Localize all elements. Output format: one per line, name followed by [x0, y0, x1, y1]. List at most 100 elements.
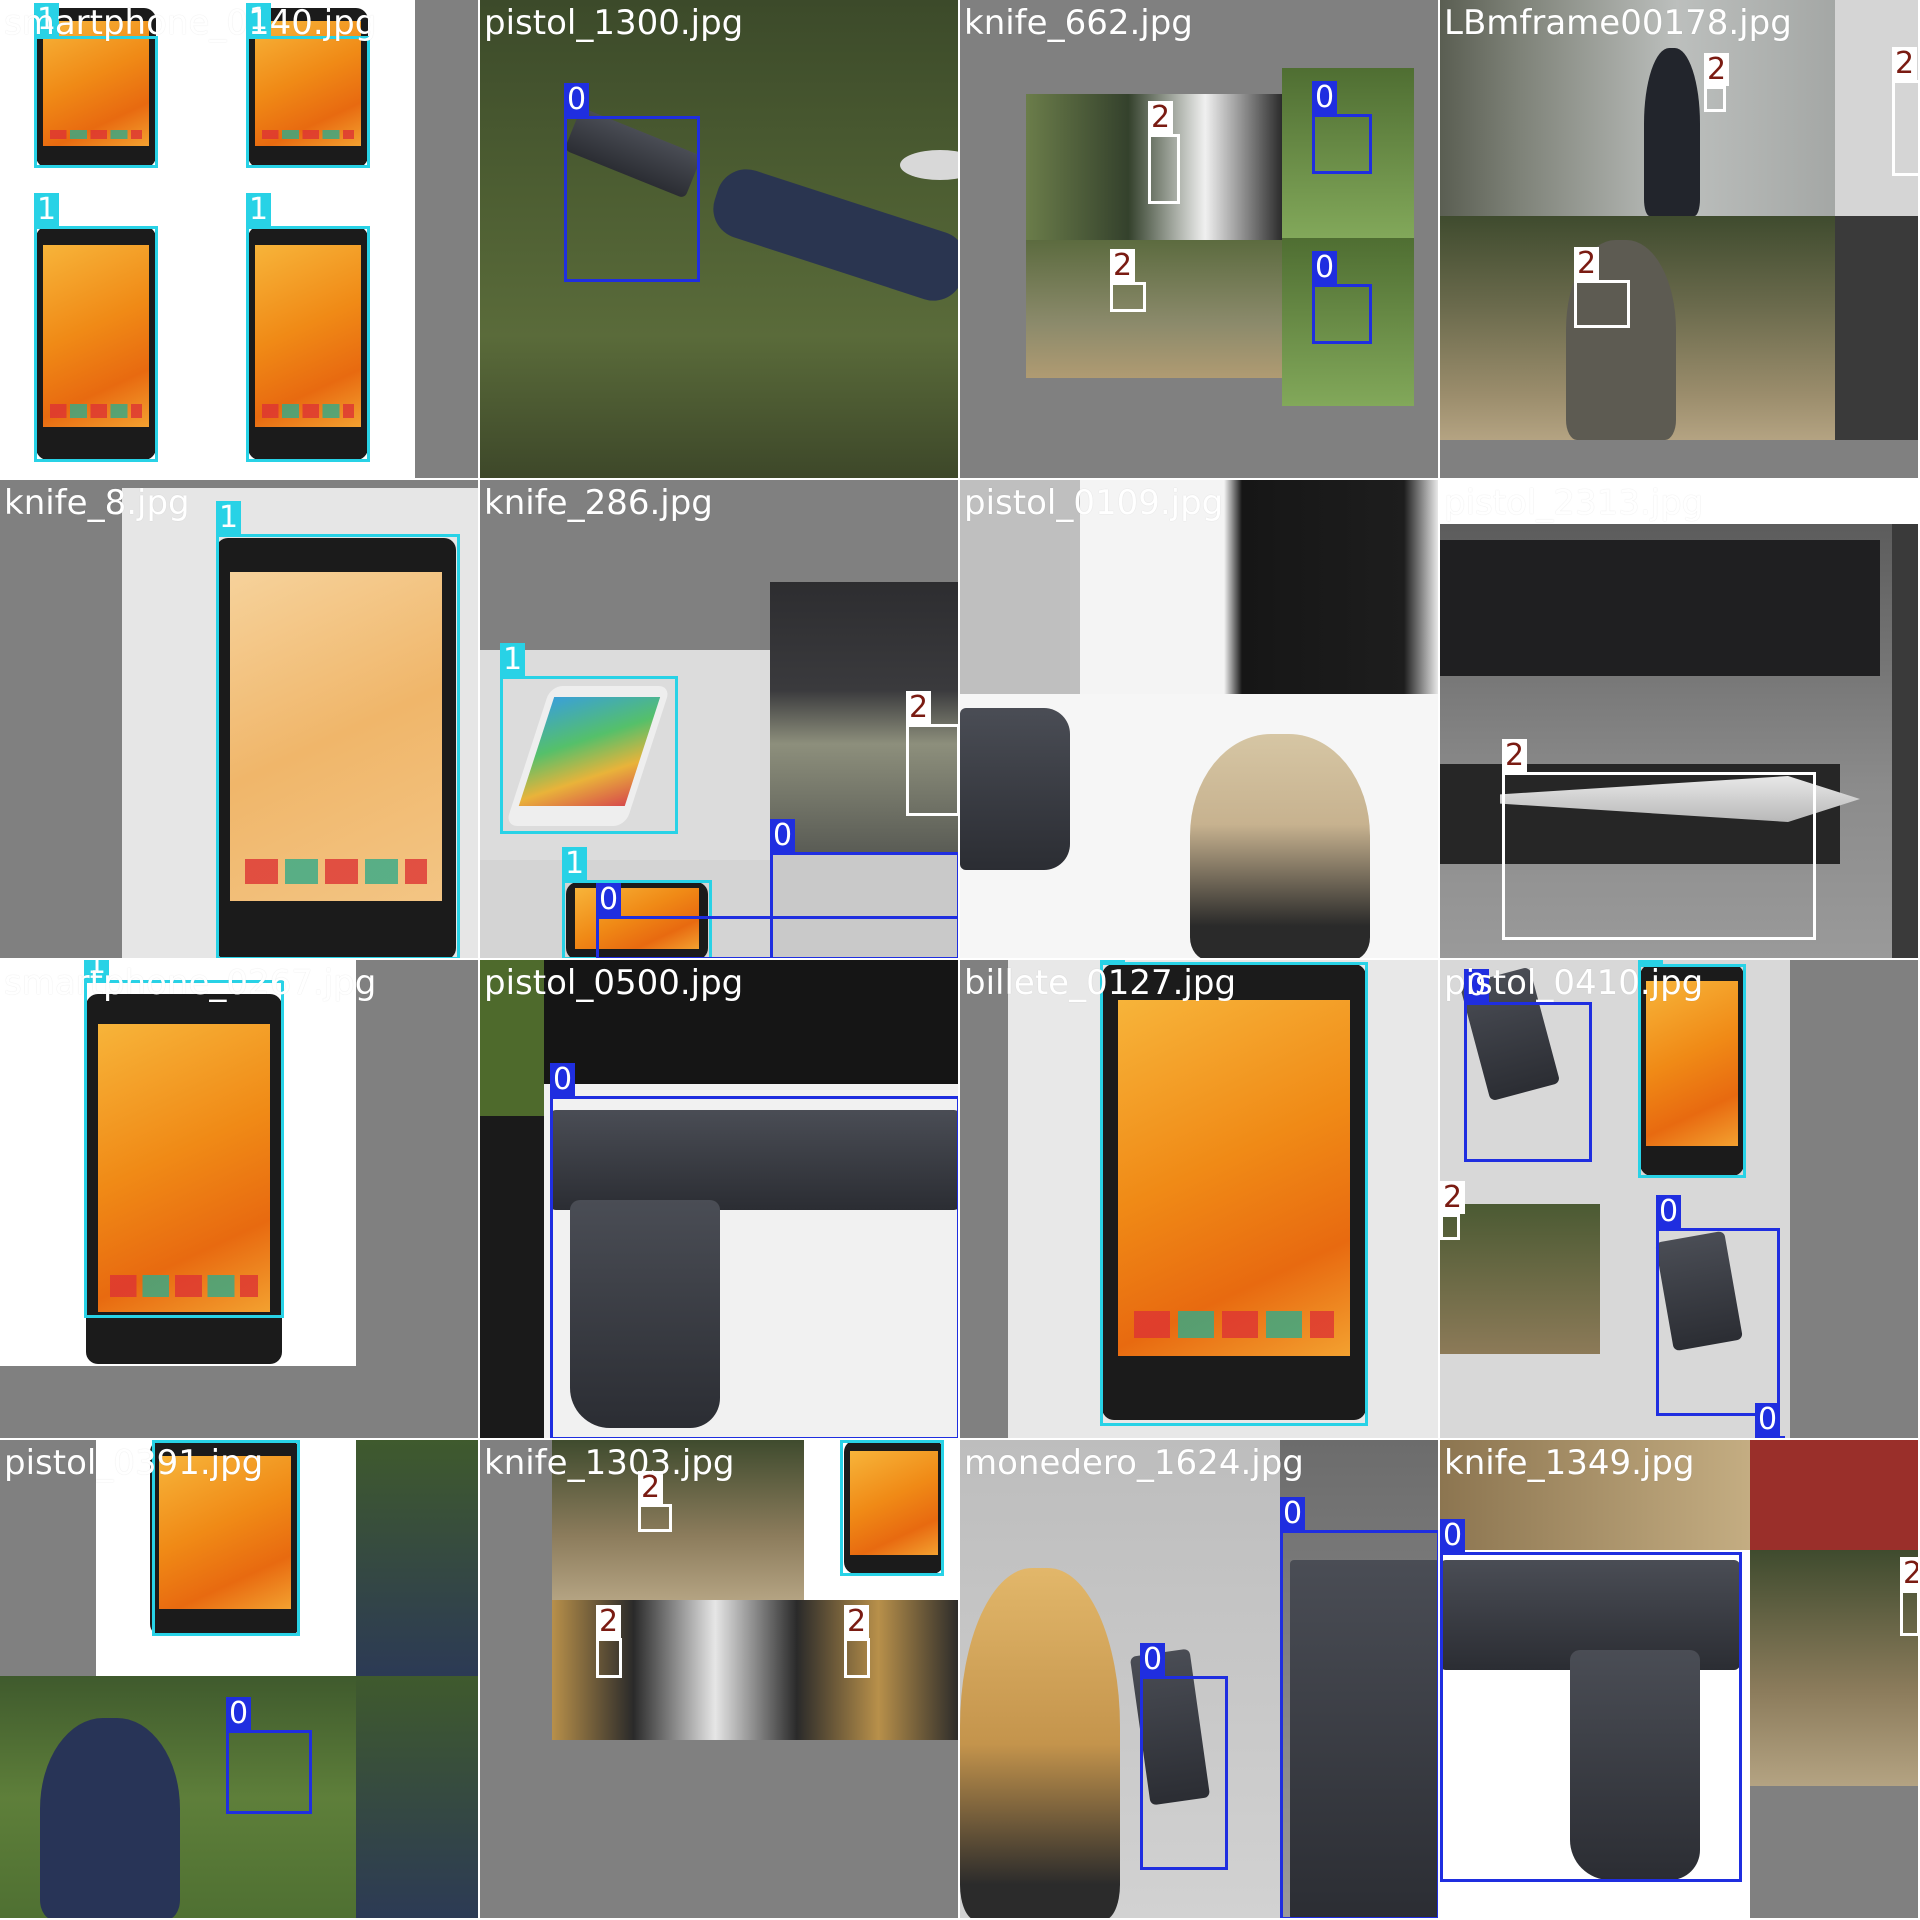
bounding-box[interactable]: 0	[550, 1063, 958, 1438]
bounding-box[interactable]: 1	[500, 643, 678, 834]
bounding-box[interactable]: 2	[1574, 247, 1630, 328]
class-label: 0	[550, 1063, 576, 1096]
bounding-box[interactable]: 2	[1502, 739, 1816, 940]
bounding-box[interactable]: 2	[1440, 1181, 1466, 1240]
class-label: 0	[1312, 251, 1338, 284]
bounding-box[interactable]: 2	[1892, 47, 1918, 176]
mosaic-tile[interactable]: 0 pistol_1300.jpg	[480, 0, 960, 480]
bounding-box[interactable]: 0	[1312, 251, 1372, 344]
class-label: 1	[216, 501, 242, 534]
bounding-box[interactable]: 1	[840, 1440, 944, 1576]
tile-photo	[552, 1440, 804, 1600]
bounding-box[interactable]: 1	[1100, 960, 1368, 1426]
bounding-box[interactable]: 1	[84, 960, 284, 1318]
bounding-box[interactable]: 2	[906, 691, 958, 816]
tile-filename: knife_662.jpg	[964, 3, 1193, 43]
mosaic-tile[interactable]: 1 smartphone_0267.jpg	[0, 960, 480, 1440]
tile-filename: knife_8.jpg	[4, 483, 190, 523]
phone-image	[36, 226, 156, 460]
bounding-box[interactable]: 0	[564, 83, 700, 282]
mosaic-tile[interactable]: 2 1 2 2 knife_1303.jpg	[480, 1440, 960, 1920]
bounding-box[interactable]: 0	[1440, 1519, 1742, 1882]
mosaic-tile[interactable]: 1 0 pistol_0391.jpg	[0, 1440, 480, 1920]
class-label: 0	[1755, 1403, 1781, 1436]
bounding-box[interactable]: 0	[1140, 1643, 1228, 1870]
bounding-box[interactable]: 2	[1704, 53, 1730, 112]
bounding-box[interactable]: 0	[1312, 81, 1372, 174]
bounding-box[interactable]: 2	[844, 1605, 870, 1678]
class-label: 1	[1638, 960, 1664, 964]
class-label: 1	[34, 3, 60, 36]
bounding-box[interactable]: 2	[1148, 101, 1180, 204]
bounding-box[interactable]: 0	[596, 883, 958, 958]
phone-image	[566, 882, 708, 958]
mosaic-tile[interactable]: 2 2 2 LBmframe00178.jpg	[1440, 0, 1920, 480]
class-label: 1	[500, 643, 526, 676]
bounding-box[interactable]: 2	[596, 1605, 622, 1678]
person-shape	[1644, 48, 1700, 216]
tile-filename: pistol_0109.jpg	[964, 483, 1224, 523]
tile-photo	[1892, 524, 1918, 958]
mosaic-tile[interactable]: 0 2 knife_1349.jpg	[1440, 1440, 1920, 1920]
mosaic-tile[interactable]: pistol_0109.jpg	[960, 480, 1440, 960]
bounding-box[interactable]: 2	[1900, 1557, 1918, 1636]
bounding-box[interactable]: 2	[1110, 249, 1146, 312]
mosaic-tile[interactable]: 1 billete_0127.jpg	[960, 960, 1440, 1440]
tile-photo	[1835, 0, 1918, 216]
tile-photo	[1282, 238, 1414, 406]
class-label: 1	[34, 193, 60, 226]
bounding-box[interactable]: 1	[246, 193, 370, 462]
bounding-box[interactable]: 0	[1656, 1195, 1780, 1416]
class-label: 2	[1502, 739, 1528, 772]
class-label: 2	[1574, 247, 1600, 280]
bounding-box[interactable]: 1	[34, 193, 158, 462]
bounding-box[interactable]: 0	[770, 819, 958, 958]
tile-photo	[480, 1116, 544, 1438]
phone-image	[248, 8, 368, 168]
mosaic-tile[interactable]: 2 0 2 0 knife_662.jpg	[960, 0, 1440, 480]
tile-filename: pistol_0391.jpg	[4, 1443, 264, 1483]
tile-filename: billete_0127.jpg	[964, 963, 1237, 1003]
class-label: 0	[770, 819, 796, 852]
tile-filename: knife_1349.jpg	[1444, 1443, 1695, 1483]
mosaic-tile[interactable]: 1 knife_8.jpg	[0, 480, 480, 960]
bounding-box[interactable]: 0	[226, 1697, 312, 1814]
class-label: 1	[1100, 960, 1126, 962]
mosaic-tile[interactable]: 1 2 1 0 0 knife_286.jpg	[480, 480, 960, 960]
bounding-box[interactable]: 0	[1280, 1497, 1438, 1918]
bounding-box[interactable]: 0	[1755, 1403, 1785, 1438]
class-label: 0	[1464, 969, 1490, 1002]
tile-photo	[1750, 1440, 1918, 1550]
class-label: 2	[844, 1605, 870, 1638]
class-label: 2	[1440, 1181, 1466, 1214]
tile-photo	[1750, 1550, 1918, 1786]
tile-filename: knife_286.jpg	[484, 483, 713, 523]
class-label: 0	[1280, 1497, 1306, 1530]
mosaic-tile[interactable]: 1 1 1 1 smartphone_0140.jpg	[0, 0, 480, 480]
tile-photo	[1835, 216, 1918, 440]
class-label: 2	[1892, 47, 1918, 80]
bounding-box[interactable]: 1	[152, 1440, 300, 1636]
mosaic-tile[interactable]: 0 0 monedero_1624.jpg	[960, 1440, 1440, 1920]
pistol-shape	[1290, 1560, 1438, 1918]
class-label: 1	[84, 960, 110, 980]
class-label: 0	[564, 83, 590, 116]
bounding-box[interactable]: 1	[246, 3, 370, 168]
bounding-box[interactable]: 1	[34, 3, 158, 168]
person-shape	[40, 1718, 180, 1918]
pistol-shape	[960, 708, 1070, 870]
phone-image	[1102, 964, 1366, 1420]
class-label: 2	[638, 1471, 664, 1504]
bounding-box[interactable]: 0	[1464, 969, 1592, 1162]
bounding-box[interactable]: 1	[1638, 960, 1746, 1178]
class-label: 1	[562, 847, 588, 880]
mosaic-tile[interactable]: 0 pistol_0500.jpg	[480, 960, 960, 1440]
class-label: 2	[1900, 1557, 1918, 1590]
bounding-box[interactable]: 2	[638, 1471, 672, 1532]
bounding-box[interactable]: 1	[216, 501, 460, 958]
tile-filename: pistol_0500.jpg	[484, 963, 744, 1003]
mosaic-tile[interactable]: 2 pistol_2313.jpg	[1440, 480, 1920, 960]
mosaic-tile[interactable]: 0 1 2 0 0 pistol_0410.jpg	[1440, 960, 1920, 1440]
tile-photo	[356, 1440, 478, 1676]
